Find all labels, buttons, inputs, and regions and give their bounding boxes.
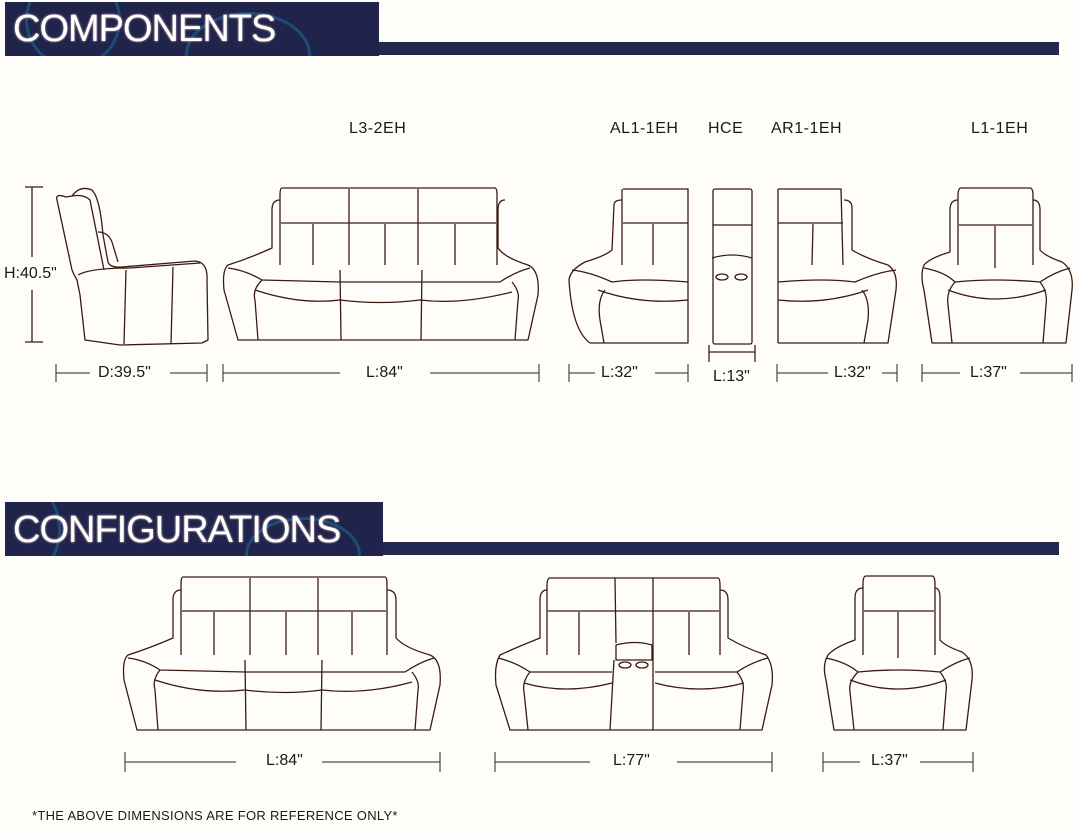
- decorative-swirl: [25, 2, 121, 56]
- reference-footnote: *THE ABOVE DIMENSIONS ARE FOR REFERENCE …: [32, 808, 398, 823]
- dimension-AR1-1EH: L:32": [834, 364, 871, 381]
- label-AR1-1EH: AR1-1EH: [771, 120, 843, 137]
- dimension-depth: D:39.5": [98, 364, 151, 381]
- banner-bar: [383, 542, 1059, 555]
- components-banner: COMPONENTS: [5, 2, 1059, 56]
- dimension-L3-2EH: L:84": [366, 364, 403, 381]
- dimension-AL1-1EH: L:32": [601, 364, 638, 381]
- section-title-configurations: CONFIGURATIONS: [13, 509, 341, 551]
- dimension-HCE: L:13": [713, 368, 750, 385]
- dimension-height: H:40.5": [4, 265, 57, 282]
- decorative-swirl: [5, 502, 61, 556]
- banner-block: [5, 502, 383, 556]
- dimension-L1-1EH: L:37": [970, 364, 1007, 381]
- banner-block: [5, 2, 379, 56]
- label-AL1-1EH: AL1-1EH: [610, 120, 679, 137]
- section-title-components: COMPONENTS: [13, 8, 276, 50]
- banner-bar: [379, 42, 1059, 55]
- dimension-config-sofa: L:84": [266, 752, 303, 769]
- dimension-config-loveseat: L:77": [613, 752, 650, 769]
- label-L3-2EH: L3-2EH: [349, 120, 407, 137]
- dimension-config-recliner: L:37": [871, 752, 908, 769]
- label-L1-1EH: L1-1EH: [971, 120, 1029, 137]
- configurations-banner: CONFIGURATIONS: [5, 502, 1059, 556]
- label-HCE: HCE: [708, 120, 744, 137]
